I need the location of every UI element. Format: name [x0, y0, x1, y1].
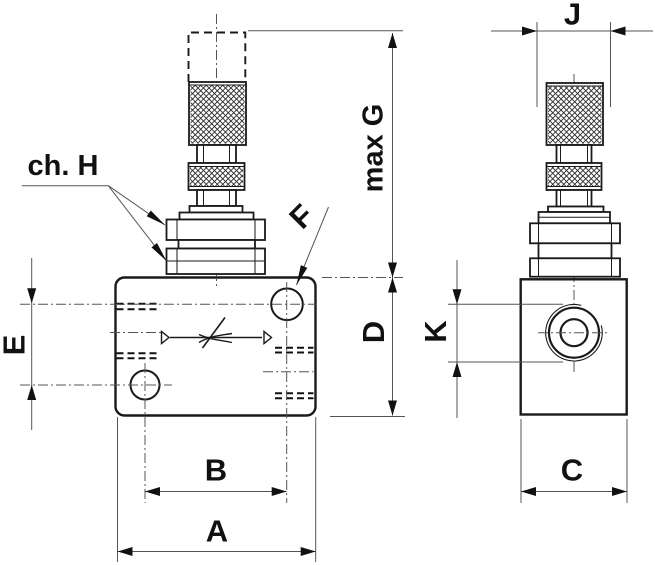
dim-label-a: A — [206, 514, 228, 549]
dim-e-arrow-bottom — [27, 385, 37, 400]
callout-ch-h-arrow-1 — [146, 210, 165, 225]
collar-step-3-side — [537, 242, 613, 260]
locknut-lower-front — [165, 247, 266, 275]
collar-step-3-front — [177, 239, 256, 250]
throttle-symbol — [160, 317, 273, 349]
flow-arrow-right — [263, 330, 273, 345]
callout-label-ch-h: ch. H — [28, 150, 99, 182]
dim-max-g-arrow-top — [388, 33, 397, 48]
valve-body-side — [519, 278, 628, 416]
dim-c-arrow-right — [612, 487, 627, 496]
collar-step-2-side — [537, 211, 611, 225]
knob-stem-upper-side — [555, 144, 593, 164]
dim-a-arrow-left — [117, 547, 133, 556]
dim-label-j: J — [564, 0, 581, 32]
dim-max-g-arrow-bottom — [388, 262, 397, 278]
locknut-upper-front — [165, 218, 266, 241]
flow-arrow-left — [160, 330, 171, 345]
dim-a-arrow-right — [300, 547, 316, 556]
thread-arc — [545, 303, 603, 362]
dim-a: A — [117, 417, 317, 562]
knurled-ring-side — [545, 162, 603, 191]
dim-c-arrow-left — [521, 487, 536, 496]
collar-step-2-front — [178, 211, 255, 221]
side-view — [519, 74, 628, 416]
dim-label-k: K — [418, 320, 453, 343]
valve-body-front — [114, 276, 317, 417]
adjustability-slash — [201, 317, 226, 349]
hidden-thread-lines-right — [263, 346, 314, 400]
dim-max-g: max G — [248, 30, 403, 278]
dim-d-arrow-top — [388, 277, 397, 293]
dim-j-arrow-left — [522, 26, 537, 36]
adjustment-knob-side — [545, 82, 604, 146]
knob-travel-dashed-outline — [187, 31, 247, 82]
dim-e: E — [0, 258, 37, 430]
dim-label-c: C — [561, 453, 583, 488]
callout-ch-h: ch. H — [21, 150, 167, 262]
knob-stem-lower-front — [196, 189, 237, 207]
dim-b-arrow-left — [145, 487, 160, 496]
callouts: ch. H F — [21, 150, 329, 286]
knob-stem-lower-side — [555, 189, 593, 208]
locknut-lower-side — [529, 257, 621, 278]
adjustment-knob-front — [188, 81, 247, 146]
dim-j-arrow-right — [610, 26, 626, 36]
hidden-thread-lines-left — [110, 302, 161, 360]
callout-label-f: F — [282, 197, 320, 235]
knob-stem-upper-front — [196, 144, 237, 164]
knurled-ring-front — [187, 162, 246, 191]
dim-b-arrow-right — [271, 487, 287, 496]
dim-label-d: D — [356, 321, 391, 343]
dim-k-arrow-top — [452, 289, 462, 305]
dim-k: K — [418, 260, 563, 418]
dim-label-max-g: max G — [358, 104, 390, 193]
dim-e-arrow-top — [27, 288, 37, 304]
dim-d: D — [330, 277, 405, 417]
callout-f: F — [282, 197, 329, 286]
locknut-upper-side — [529, 222, 621, 245]
dim-b: B — [145, 453, 287, 496]
dim-d-arrow-bottom — [388, 400, 397, 416]
collar-step-1-front — [188, 205, 244, 214]
dim-label-b: B — [205, 453, 227, 488]
callout-f-arrow — [296, 265, 308, 285]
callout-ch-h-arrow-2 — [151, 243, 167, 261]
dim-k-arrow-bottom — [452, 362, 462, 377]
dim-label-e: E — [0, 335, 32, 356]
front-view — [20, 14, 317, 503]
dim-j: J — [491, 0, 653, 107]
dim-c: C — [520, 419, 628, 503]
